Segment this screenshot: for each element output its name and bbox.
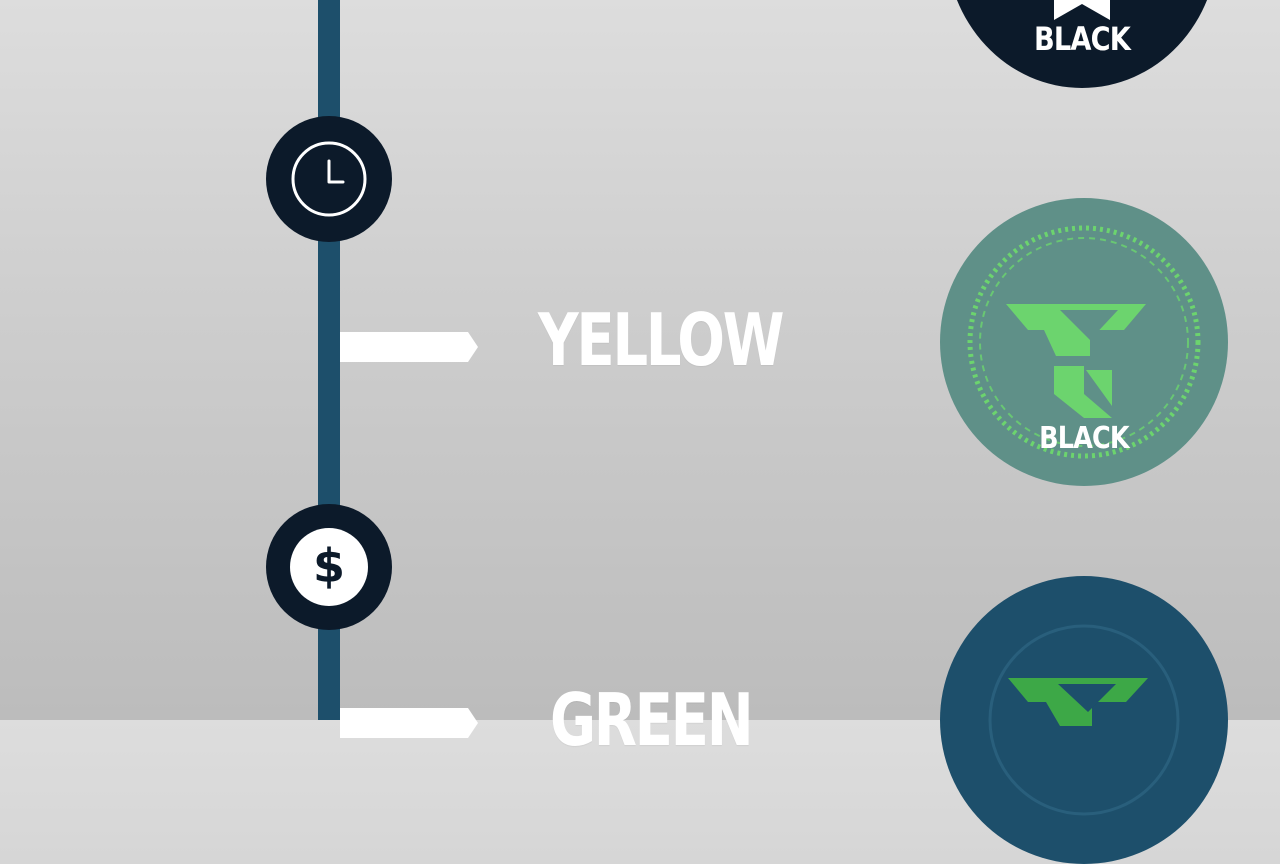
svg-text:$: $ <box>313 539 345 593</box>
pointer-arrow-yellow <box>340 332 478 362</box>
badge-black-mid: BLACK <box>940 198 1228 486</box>
tier-label-yellow: YELLOW <box>538 298 785 382</box>
emblem-icon <box>1054 0 1110 20</box>
timeline-node-dollar: $ <box>266 504 392 630</box>
laurel-emblem-icon <box>967 225 1201 459</box>
pointer-arrow-green <box>340 708 478 738</box>
badge-text: BLACK <box>1039 421 1129 456</box>
emblem-icon <box>988 624 1180 816</box>
clock-icon <box>291 141 367 217</box>
badge-black-top: BLACK <box>946 0 1218 88</box>
dollar-icon: $ <box>290 528 368 606</box>
timeline-node-clock <box>266 116 392 242</box>
badge-teal-bottom <box>940 576 1228 864</box>
timeline-infographic: $ YELLOW GREEN BLACK BLACK <box>266 0 1228 864</box>
tier-label-green: GREEN <box>550 678 754 762</box>
badge-text: BLACK <box>1034 20 1131 58</box>
